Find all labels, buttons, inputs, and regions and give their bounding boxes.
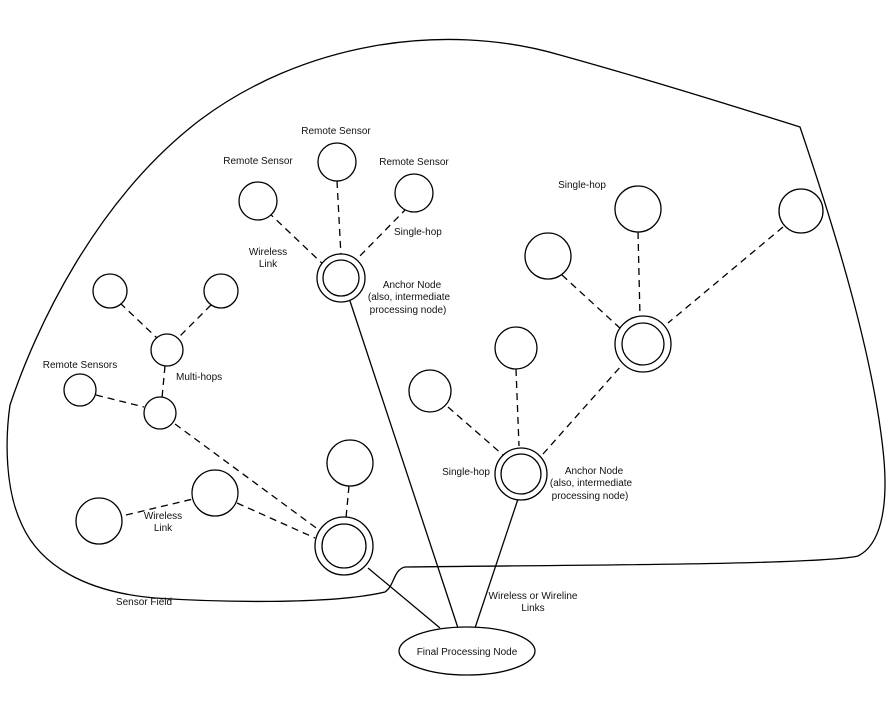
anchor-node-label: Anchor Node	[383, 280, 442, 291]
single-hop-label: Single-hop	[558, 180, 606, 191]
remote-sensor-node	[63, 373, 97, 407]
anchor-node-bottom-left	[314, 516, 374, 576]
relay-sensor-node	[143, 396, 177, 430]
anchor-node-right	[614, 315, 672, 373]
final-processing-node	[398, 626, 536, 676]
remote-sensor-node	[238, 181, 278, 221]
wireless-link-label: Link	[259, 259, 278, 270]
remote-sensor-node	[614, 185, 662, 233]
anchor-node-middle	[494, 447, 548, 501]
anchor-node-label: processing node)	[370, 305, 447, 316]
remote-sensor-label: Remote Sensor	[379, 157, 449, 168]
sensor-field-label: Sensor Field	[116, 597, 172, 608]
remote-sensors-label: Remote Sensors	[43, 360, 117, 371]
remote-sensor-node	[92, 273, 128, 309]
anchor-node-label: (also, intermediate	[550, 478, 633, 489]
remote-sensor-node	[203, 273, 239, 309]
multi-hops-label: Multi-hops	[176, 372, 222, 383]
remote-sensor-node	[191, 469, 239, 517]
anchor-node-label: processing node)	[552, 491, 629, 502]
remote-sensor-node	[494, 326, 538, 370]
wireless-links	[95, 180, 784, 539]
remote-sensor-label: Remote Sensor	[223, 156, 293, 167]
remote-sensor-node	[317, 142, 357, 182]
wireless-link-label: Wireless	[249, 247, 287, 258]
wireless-link-label: Link	[154, 523, 173, 534]
sensor-field-boundary	[6, 38, 886, 603]
wireless-wireline-label: Links	[521, 603, 544, 614]
remote-sensor-node	[408, 369, 452, 413]
anchor-node-label: Anchor Node	[565, 466, 624, 477]
final-processing-node-label: Final Processing Node	[417, 647, 518, 658]
relay-sensor-node	[150, 333, 184, 367]
anchor-node-top	[316, 253, 366, 303]
remote-sensor-label: Remote Sensor	[301, 126, 371, 137]
wireless-wireline-label: Wireless or Wireline	[489, 591, 578, 602]
remote-sensor-node	[326, 439, 374, 487]
remote-sensor-node	[778, 188, 824, 234]
remote-sensor-node	[394, 173, 434, 213]
single-hop-label: Single-hop	[442, 467, 490, 478]
wireless-link-label: Wireless	[144, 511, 182, 522]
single-hop-label: Single-hop	[394, 227, 442, 238]
anchor-node-label: (also, intermediate	[368, 292, 451, 303]
remote-sensor-node	[75, 497, 123, 545]
wireline-links	[349, 300, 519, 629]
remote-sensor-node	[524, 232, 572, 280]
